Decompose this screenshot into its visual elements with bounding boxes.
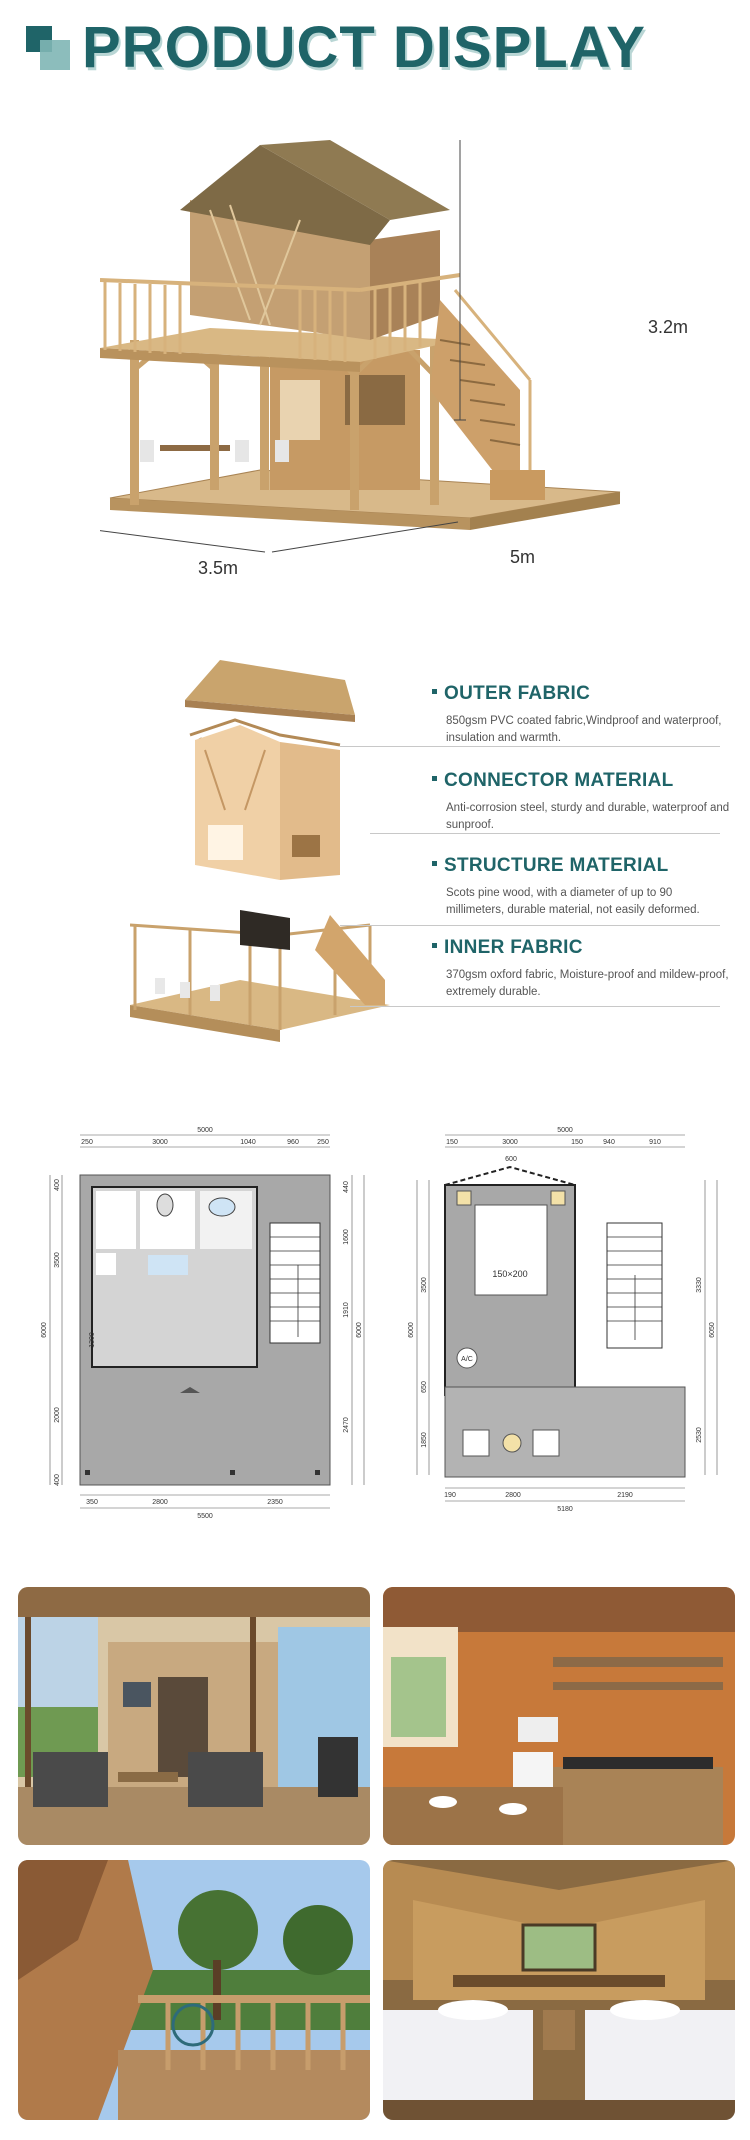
width-dimension-label: 3.5m bbox=[198, 558, 239, 578]
page-title: PRODUCT DISPLAY bbox=[82, 15, 646, 80]
floor-plan-ground: 5000 250 3000 1040 960 250 6000 400 3500… bbox=[41, 1127, 365, 1520]
spec-connector-material: CONNECTOR MATERIAL Anti-corrosion steel,… bbox=[432, 770, 732, 834]
photo-kitchen-interior bbox=[383, 1587, 735, 1845]
plan1-dim-inner: 1300 bbox=[89, 1332, 96, 1348]
plan2-dim: 190 bbox=[444, 1492, 456, 1499]
plan1-dim: 3000 bbox=[152, 1139, 168, 1146]
plan2-dim: 940 bbox=[603, 1139, 615, 1146]
plan2-dim-right-total: 6050 bbox=[709, 1322, 716, 1338]
exploded-view-illustration bbox=[130, 660, 390, 1042]
plan1-dim: 1910 bbox=[343, 1302, 350, 1318]
spec-inner-fabric: INNER FABRIC 370gsm oxford fabric, Moist… bbox=[432, 937, 732, 1001]
plan2-dim: 3000 bbox=[502, 1139, 518, 1146]
plan2-dim: 2530 bbox=[696, 1427, 703, 1443]
spec-divider bbox=[340, 925, 720, 926]
plan2-dim-bottom-total: 5180 bbox=[557, 1506, 573, 1513]
spec-description: Scots pine wood, with a diameter of up t… bbox=[446, 887, 700, 916]
plan1-dim: 3500 bbox=[54, 1252, 61, 1268]
plan1-dim: 1600 bbox=[343, 1229, 350, 1245]
plan1-dim-right-total: 6000 bbox=[356, 1322, 363, 1338]
plan1-dim-bottom-total: 5500 bbox=[197, 1513, 213, 1520]
spec-title: INNER FABRIC bbox=[444, 937, 583, 958]
photo-bedroom-interior bbox=[383, 1860, 735, 2120]
ac-label: A/C bbox=[461, 1356, 473, 1363]
spec-title: CONNECTOR MATERIAL bbox=[444, 770, 674, 791]
photo-exterior-lounge bbox=[18, 1587, 370, 1845]
spec-description: 850gsm PVC coated fabric,Windproof and w… bbox=[446, 715, 722, 744]
plan1-dim: 350 bbox=[86, 1499, 98, 1506]
header-logo-icon bbox=[26, 26, 70, 70]
spec-divider bbox=[350, 1006, 720, 1007]
spec-divider bbox=[370, 833, 720, 834]
plan1-dim-left-total: 6000 bbox=[41, 1322, 48, 1338]
plan2-dim: 650 bbox=[421, 1381, 428, 1393]
spec-title: OUTER FABRIC bbox=[444, 683, 591, 704]
spec-description: Anti-corrosion steel, sturdy and durable… bbox=[446, 802, 730, 831]
plan2-dim-top-total: 5000 bbox=[557, 1127, 573, 1134]
plan2-dim: 2800 bbox=[505, 1492, 521, 1499]
spec-divider bbox=[340, 746, 720, 747]
plan1-dim-top-total: 5000 bbox=[197, 1127, 213, 1134]
plan1-dim: 400 bbox=[54, 1474, 61, 1486]
depth-dimension-label: 5m bbox=[510, 547, 536, 567]
plan2-dim: 150 bbox=[571, 1139, 583, 1146]
spec-structure-material: STRUCTURE MATERIAL Scots pine wood, with… bbox=[432, 855, 732, 919]
plan1-dim: 2800 bbox=[152, 1499, 168, 1506]
plan1-dim: 2350 bbox=[267, 1499, 283, 1506]
plan2-dim: 150 bbox=[446, 1139, 458, 1146]
tent-house-illustration bbox=[100, 140, 621, 553]
plan1-dim: 400 bbox=[54, 1179, 61, 1191]
photo-deck-view bbox=[18, 1860, 370, 2120]
plan2-dim: 2190 bbox=[617, 1492, 633, 1499]
bed-size-label: 150×200 bbox=[492, 1269, 527, 1279]
plan1-dim: 250 bbox=[81, 1139, 93, 1146]
plan1-dim: 960 bbox=[287, 1139, 299, 1146]
plan2-dim: 1850 bbox=[421, 1432, 428, 1448]
plan2-dim-inner: 600 bbox=[505, 1156, 517, 1163]
plan1-dim: 2000 bbox=[54, 1407, 61, 1423]
spec-description: 370gsm oxford fabric, Moisture-proof and… bbox=[446, 969, 729, 998]
plan2-dim: 910 bbox=[649, 1139, 661, 1146]
floor-plan-upper: 150×200 A/C 5000 150 3000 150 940 910 60… bbox=[408, 1127, 718, 1513]
plan2-dim-left-total: 6000 bbox=[408, 1322, 415, 1338]
plan2-dim: 3500 bbox=[421, 1277, 428, 1293]
height-dimension-label: 3.2m bbox=[648, 317, 689, 337]
plan1-dim: 1040 bbox=[240, 1139, 256, 1146]
plan1-dim: 440 bbox=[343, 1181, 350, 1193]
plan2-dim: 3330 bbox=[696, 1277, 703, 1293]
plan1-dim: 250 bbox=[317, 1139, 329, 1146]
spec-outer-fabric: OUTER FABRIC 850gsm PVC coated fabric,Wi… bbox=[432, 683, 732, 747]
spec-title: STRUCTURE MATERIAL bbox=[444, 855, 669, 876]
plan1-dim: 2470 bbox=[343, 1417, 350, 1433]
